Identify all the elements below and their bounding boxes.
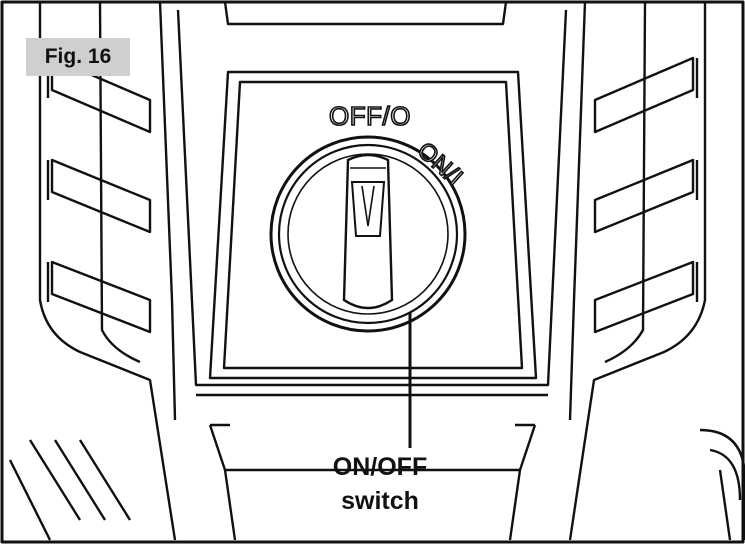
top-handle [223,1,508,26]
on-off-dial [269,135,467,333]
right-body-edge [568,2,707,541]
center-panel [176,9,568,387]
switch-recess [208,70,538,380]
lower-tray [208,424,537,472]
off-position-mark: OFF/O [328,100,411,132]
callout-line-1: ON/OFF [332,453,428,481]
wheel [699,428,745,541]
switch-callout: ON/OFF switch [300,450,460,518]
figure-label: Fig. 16 [26,38,130,76]
dial-knob [342,153,394,310]
left-vents [8,439,132,541]
left-body-edge [38,2,177,541]
callout-line-2: switch [341,487,419,515]
right-louvers [593,56,699,334]
left-louvers [46,56,152,334]
